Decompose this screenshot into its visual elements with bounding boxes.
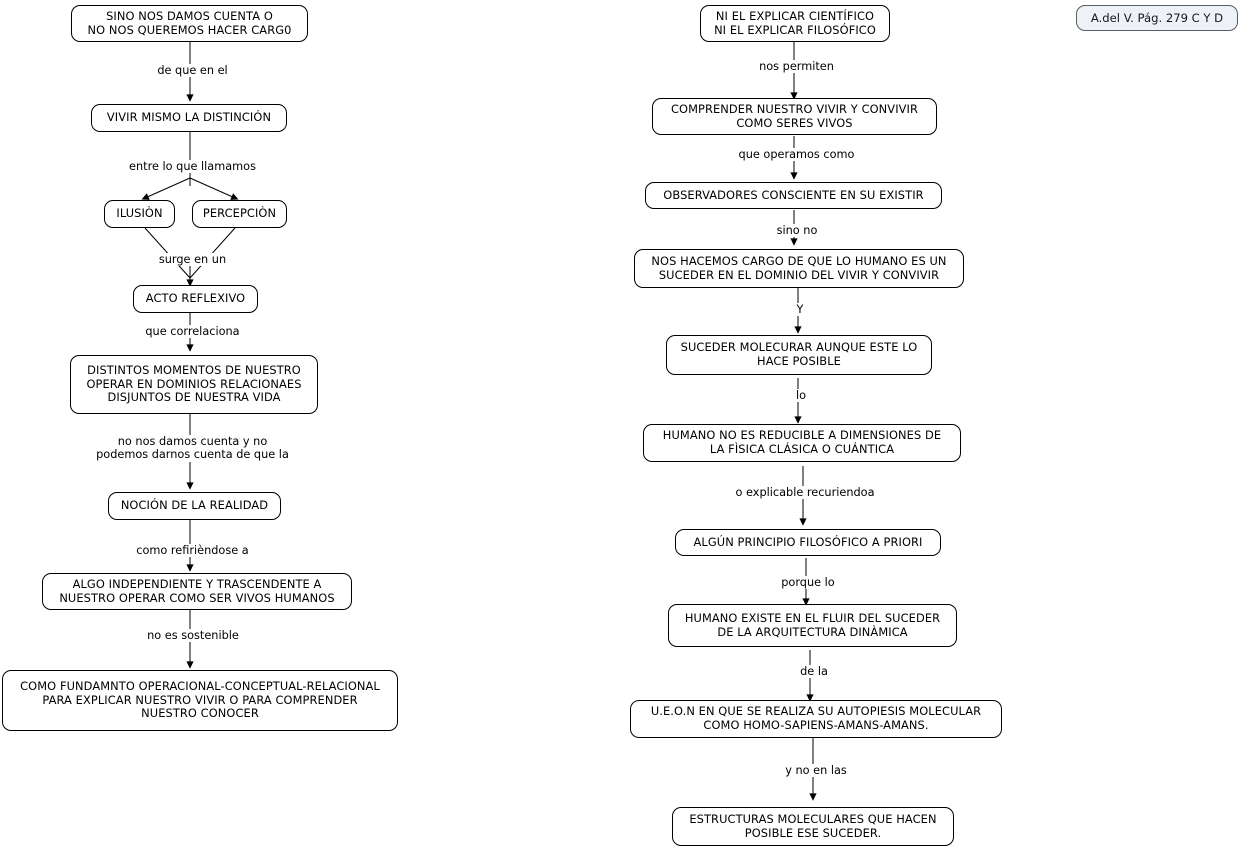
edge-label-nos-permiten: nos permiten: [744, 60, 849, 74]
edge-label-entre-lo-que-llamamos: entre lo que llamamos: [111, 160, 274, 174]
node-estructuras-moleculares[interactable]: ESTRUCTURAS MOLECULARES QUE HACEN POSIBL…: [672, 807, 954, 846]
node-nocion-de-la-realidad[interactable]: NOCIÓN DE LA REALIDAD: [108, 492, 281, 520]
node-acto-reflexivo[interactable]: ACTO REFLEXIVO: [133, 285, 258, 313]
edge-label-o-explicable-recuriendoa: o explicable recuriendoa: [724, 486, 886, 500]
node-comprender-nuestro-vivir[interactable]: COMPRENDER NUESTRO VIVIR Y CONVIVIR COMO…: [652, 98, 937, 135]
edge-label-porque-lo: porque lo: [763, 576, 853, 590]
page-reference-badge: A.del V. Pág. 279 C Y D: [1076, 5, 1238, 31]
node-ni-el-explicar-cientifico[interactable]: NI EL EXPLICAR CIENTÍFICO NI EL EXPLICAR…: [700, 5, 890, 42]
edge-label-surge-en-un: surge en un: [143, 253, 242, 267]
node-ilusion[interactable]: ILUSIÒN: [104, 200, 175, 228]
edge-label-y: Y: [783, 303, 817, 317]
node-vivir-mismo-la-distincion[interactable]: VIVIR MISMO LA DISTINCIÓN: [91, 104, 287, 132]
node-algo-independiente[interactable]: ALGO INDEPENDIENTE Y TRASCENDENTE A NUES…: [42, 573, 352, 610]
node-algun-principio-filosofico[interactable]: ALGÚN PRINCIPIO FILOSÓFICO A PRIORI: [675, 529, 941, 556]
edge-label-de-la: de la: [783, 665, 845, 679]
node-humano-existe-en-el-fluir[interactable]: HUMANO EXISTE EN EL FLUIR DEL SUCEDER DE…: [668, 604, 957, 647]
node-ueon-autopiesis-molecular[interactable]: U.E.O.N EN QUE SE REALIZA SU AUTOPIESIS …: [630, 700, 1002, 738]
edge-label-sino-no: sino no: [760, 224, 834, 238]
node-observadores-consciente[interactable]: OBSERVADORES CONSCIENTE EN SU EXISTIR: [645, 182, 942, 209]
node-humano-no-es-reducible[interactable]: HUMANO NO ES REDUCIBLE A DIMENSIONES DE …: [643, 424, 961, 462]
node-percepcion[interactable]: PERCEPCIÒN: [192, 200, 287, 228]
node-nos-hacemos-cargo[interactable]: NOS HACEMOS CARGO DE QUE LO HUMANO ES UN…: [634, 249, 964, 288]
node-distintos-momentos[interactable]: DISTINTOS MOMENTOS DE NUESTRO OPERAR EN …: [70, 355, 318, 414]
edge-label-y-no-en-las: y no en las: [770, 764, 862, 778]
edge-label-no-es-sostenible: no es sostenible: [138, 629, 248, 643]
edge-label-que-operamos-como: que operamos como: [728, 148, 865, 162]
node-como-fundamento-operacional[interactable]: COMO FUNDAMNTO OPERACIONAL-CONCEPTUAL-RE…: [2, 670, 398, 731]
edge-label-no-nos-damos-cuenta: no nos damos cuenta y no podemos darnos …: [88, 435, 297, 462]
node-suceder-molecurar[interactable]: SUCEDER MOLECURAR AUNQUE ESTE LO HACE PO…: [666, 335, 932, 375]
edge-label-de-que-en-el: de que en el: [138, 64, 247, 78]
edge-label-como-refiriendose-a: como refirièndose a: [124, 544, 261, 558]
edge-label-que-correlaciona: que correlaciona: [131, 325, 254, 339]
edge-label-lo: lo: [784, 389, 818, 403]
node-sino-nos-damos-cuenta[interactable]: SINO NOS DAMOS CUENTA O NO NOS QUEREMOS …: [71, 5, 308, 42]
